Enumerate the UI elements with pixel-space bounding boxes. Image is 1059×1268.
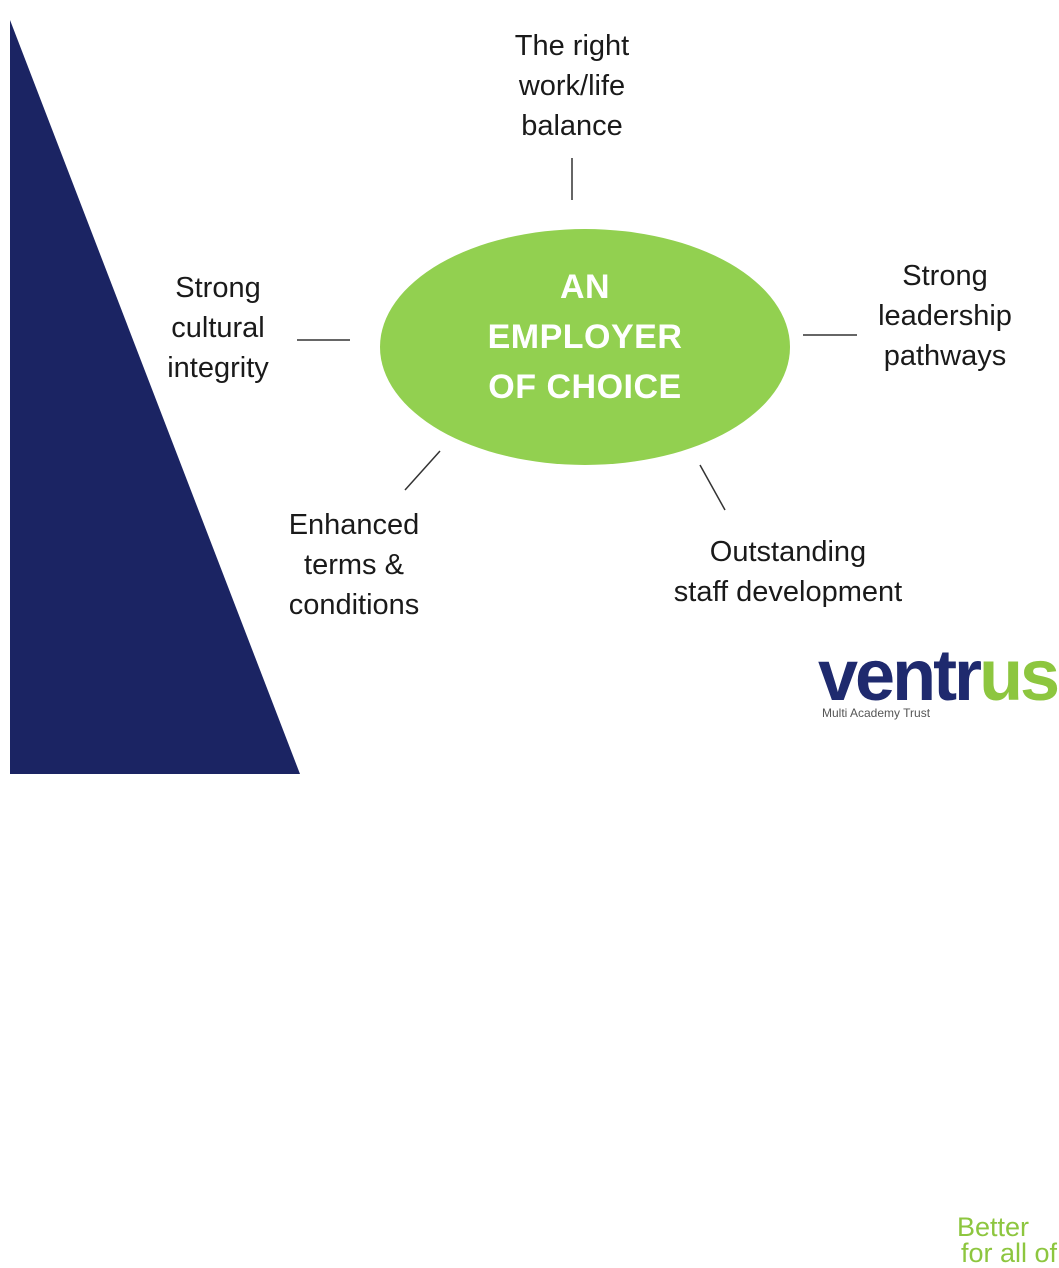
logo-tagline: Better for all of <box>956 1212 1057 1268</box>
node-line: Strong <box>902 260 988 292</box>
node-line: leadership <box>878 300 1012 332</box>
center-line-2: EMPLOYER <box>487 318 683 356</box>
node-line: The right <box>514 30 630 62</box>
center-ellipse <box>380 229 790 465</box>
node-line: cultural <box>171 312 265 344</box>
decorative-navy-triangle <box>10 20 300 774</box>
center-line-3: OF CHOICE <box>488 368 682 406</box>
node-line: pathways <box>883 340 1007 372</box>
connector-bottom-left <box>404 450 441 491</box>
center-title: AN EMPLOYER OF CHOICE <box>380 262 790 412</box>
diagram-canvas <box>10 20 857 774</box>
node-enhanced-terms: Enhanced terms & conditions <box>254 505 454 625</box>
node-staff-development: Outstanding staff development <box>648 532 928 612</box>
node-leadership-pathways: Strong leadership pathways <box>845 256 1045 376</box>
node-line: Outstanding <box>709 536 867 568</box>
connector-bottom-right <box>699 464 726 511</box>
logo-wordmark: ventrus <box>818 640 1059 712</box>
wordmark-green: us <box>979 636 1059 716</box>
tagline-line: Better <box>956 1212 1029 1242</box>
node-line: integrity <box>167 352 269 384</box>
node-line: balance <box>521 110 623 142</box>
logo-subtitle: Multi Academy Trust <box>822 706 931 720</box>
node-line: Enhanced <box>288 509 420 541</box>
ventrus-logo: Better for all of ventrus Multi Academy … <box>808 606 1059 1267</box>
tagline-line: for all of <box>960 1238 1057 1268</box>
node-line: work/life <box>518 70 626 102</box>
center-line-1: AN <box>559 268 611 306</box>
node-line: staff development <box>673 576 903 608</box>
node-line: Strong <box>175 272 261 304</box>
node-line: conditions <box>288 589 420 621</box>
node-work-life-balance: The right work/life balance <box>472 26 672 146</box>
node-line: terms & <box>304 549 404 581</box>
wordmark-navy-r: r <box>954 636 982 716</box>
wordmark-navy: vent <box>818 636 957 716</box>
node-cultural-integrity: Strong cultural integrity <box>118 268 318 388</box>
